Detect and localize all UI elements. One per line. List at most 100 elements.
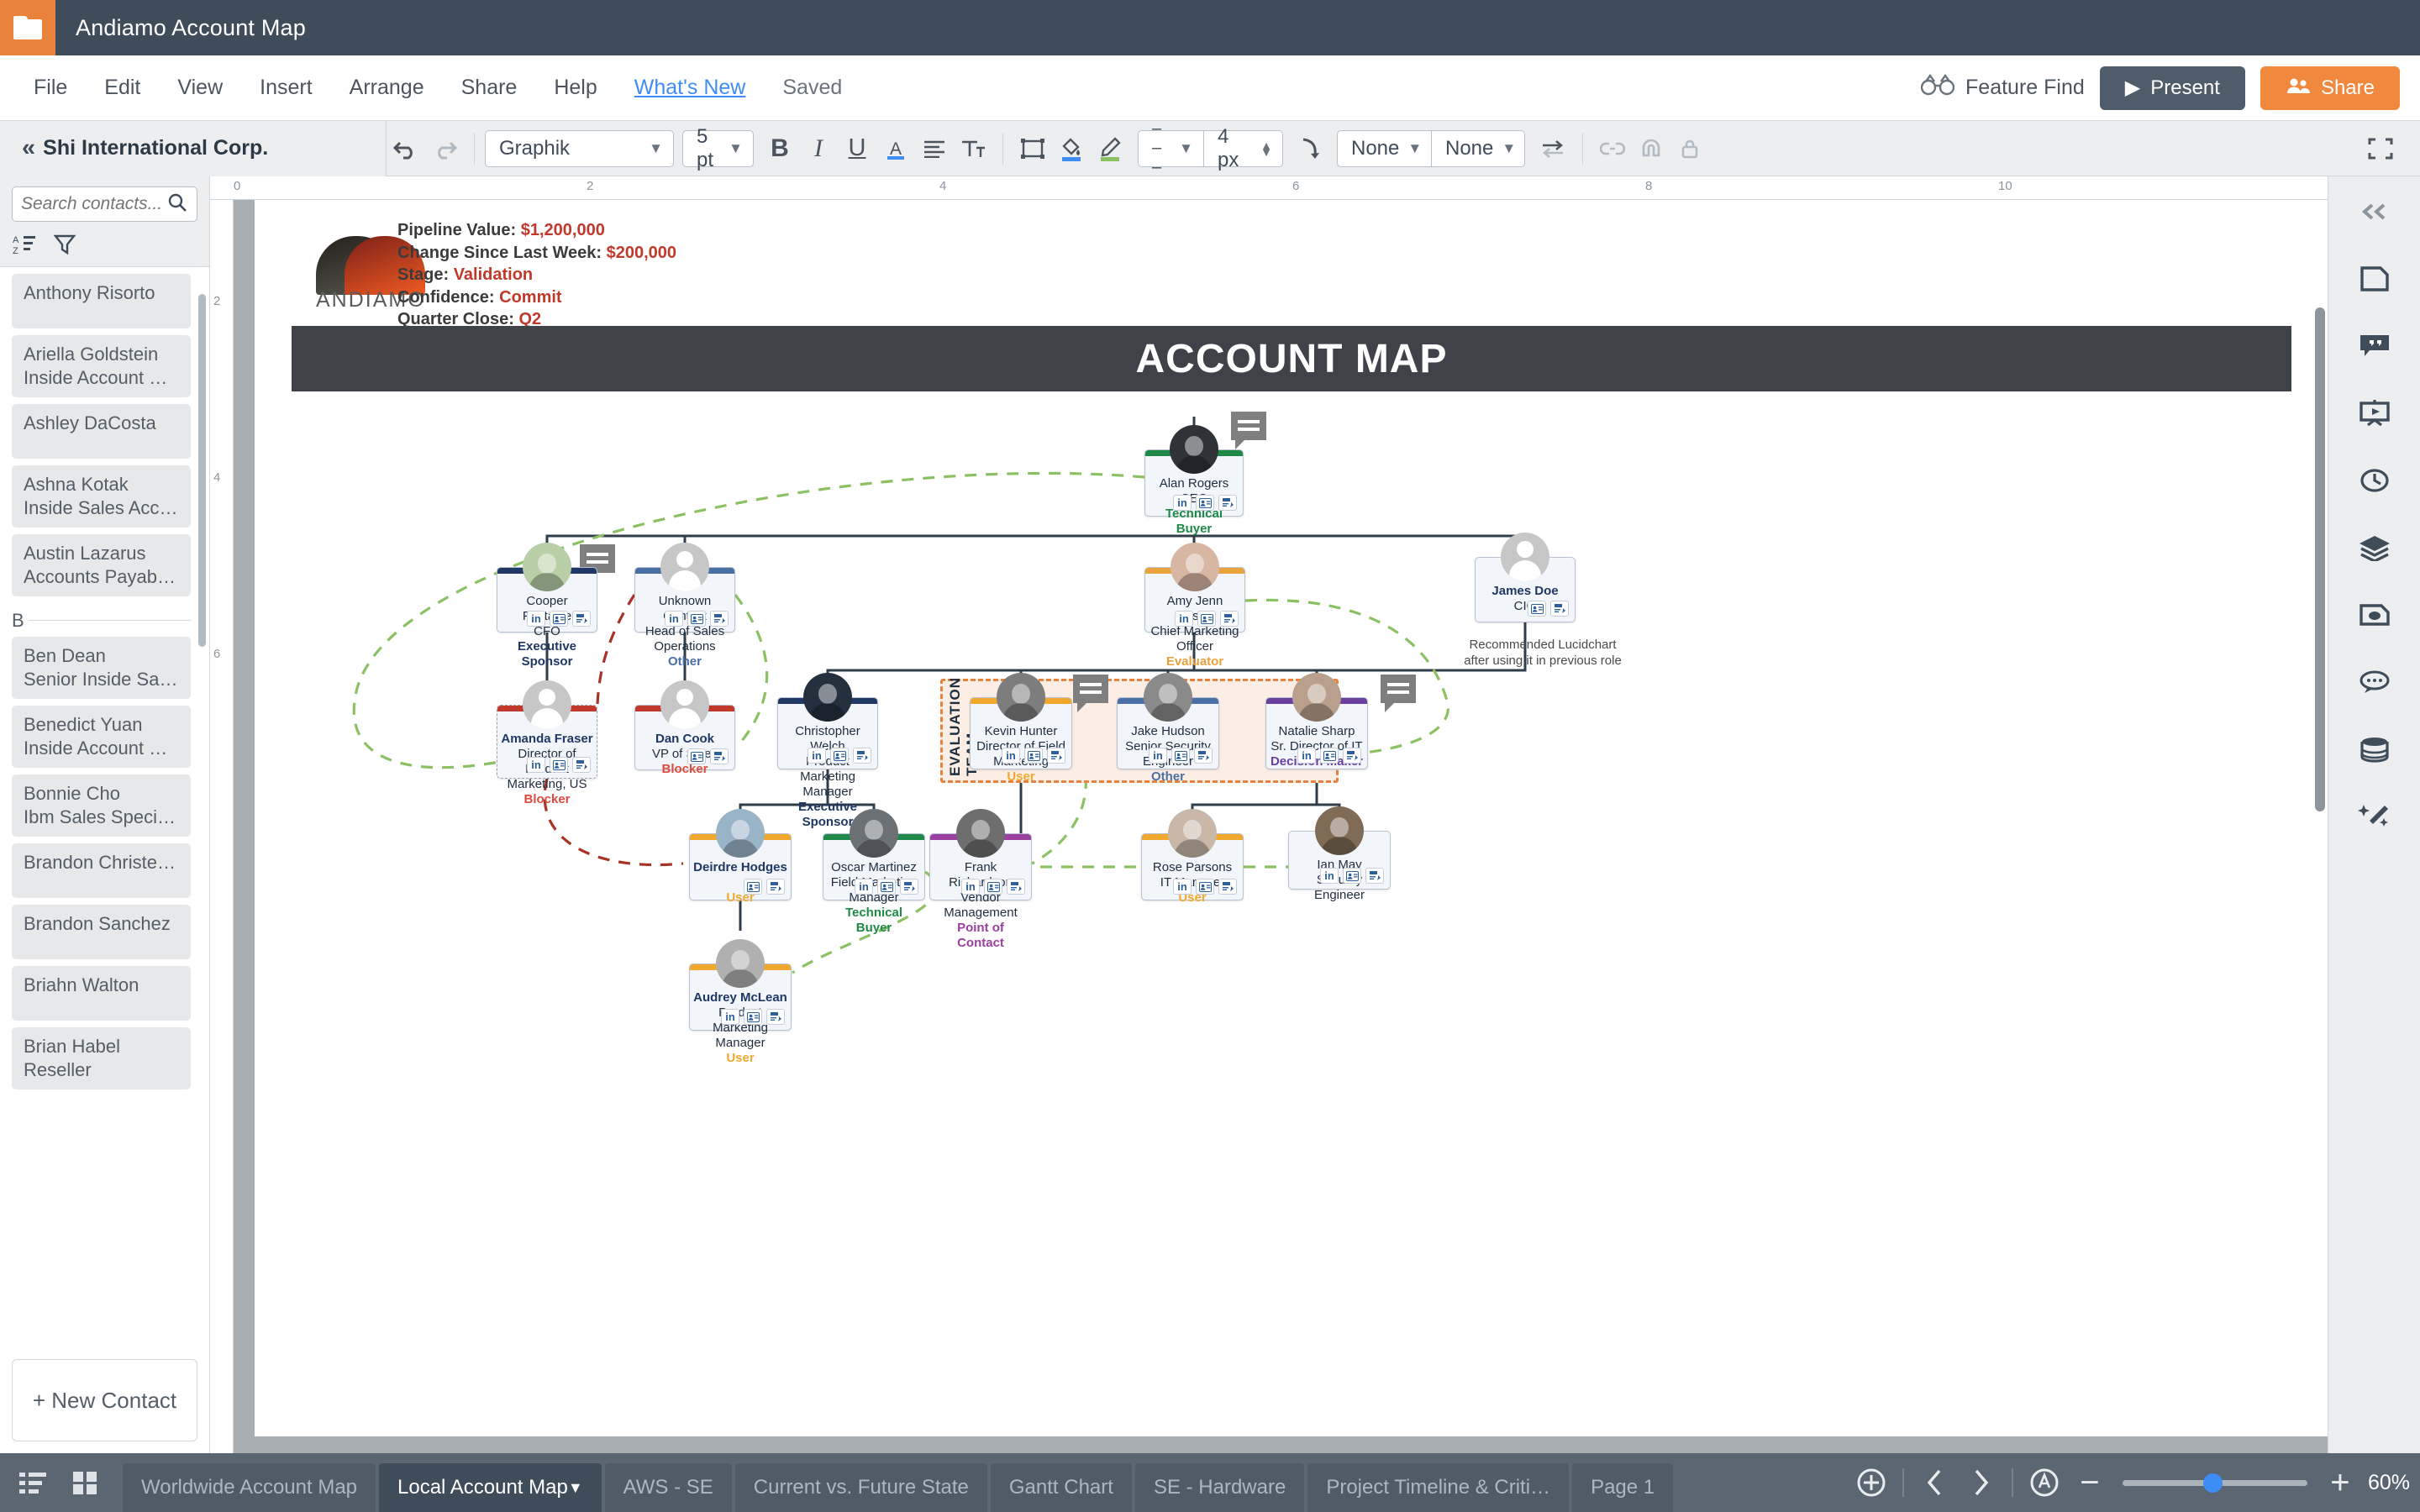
breadcrumb[interactable]: « Shi International Corp. [0,120,387,176]
linkedin-icon[interactable]: in [1173,495,1192,511]
contact-list-item[interactable]: Ashley DaCosta [12,404,191,459]
contact-list-item[interactable]: Brandon Sanchez [12,905,191,959]
linkedin-icon[interactable]: in [1297,748,1316,764]
zoom-slider-handle[interactable] [2202,1473,2223,1493]
fit-to-screen-icon[interactable] [2022,1460,2067,1505]
contact-card-icon[interactable] [1343,868,1361,884]
contact-card-icon[interactable] [1320,748,1339,764]
text-options-button[interactable] [954,129,992,168]
linkedin-icon[interactable]: in [1002,748,1020,764]
contact-card-icon[interactable] [687,748,706,764]
data-icon[interactable] [2352,729,2397,769]
add-page-icon[interactable] [1849,1460,1894,1505]
lock-icon[interactable] [1670,129,1709,168]
contact-card-icon[interactable] [687,611,706,627]
contact-card-icon[interactable] [984,879,1002,895]
note-edit-icon[interactable] [1194,748,1213,764]
page-tab[interactable]: Worldwide Account Map [123,1463,376,1512]
collapse-panel-icon[interactable]: « [22,134,35,161]
note-edit-icon[interactable] [853,748,871,764]
collapse-icon[interactable] [2352,192,2397,232]
next-page-icon[interactable] [1958,1460,2003,1505]
bold-button[interactable]: B [771,134,789,162]
search-field[interactable] [21,194,166,214]
canvas-vertical-scrollbar[interactable] [2315,307,2325,811]
feature-find-button[interactable]: Feature Find [1920,73,2085,102]
magic-icon[interactable] [2352,796,2397,837]
page-tab[interactable]: Current vs. Future State [734,1463,987,1512]
contact-card-icon[interactable] [1197,611,1216,627]
layers-icon[interactable] [2352,528,2397,568]
comment-note-icon[interactable] [1073,675,1108,712]
page-tab[interactable]: Page 1 [1572,1463,1674,1512]
grid-view-icon[interactable] [66,1463,104,1502]
linkedin-icon[interactable]: in [527,611,545,627]
swap-arrows-button[interactable] [1534,129,1572,168]
chevron-down-icon[interactable]: ▼ [567,1478,583,1496]
link-button[interactable] [1593,129,1632,168]
fill-color-button[interactable] [1052,129,1091,168]
zoom-out-button[interactable]: − [2080,1463,2100,1501]
note-edit-icon[interactable] [900,879,918,895]
linkedin-icon[interactable]: in [527,757,545,773]
note-edit-icon[interactable] [572,611,591,627]
presentation-icon[interactable] [2352,393,2397,433]
line-style-select[interactable]: – – – ▼ [1138,119,1203,176]
search-input[interactable] [12,186,197,222]
linkedin-icon[interactable]: in [1173,879,1192,895]
present-button[interactable]: ▶ Present [2099,66,2245,110]
linkedin-icon[interactable]: in [1149,748,1167,764]
contact-card-icon[interactable] [1196,495,1214,511]
redo-button[interactable] [425,129,464,168]
menu-edit[interactable]: Edit [104,76,141,99]
fullscreen-button[interactable] [2361,129,2400,168]
menu-share[interactable]: Share [460,76,518,99]
note-edit-icon[interactable] [1220,611,1239,627]
linkedin-icon[interactable]: in [665,611,683,627]
zoom-slider[interactable] [2122,1473,2307,1493]
undo-button[interactable] [387,129,425,168]
page-tab[interactable]: AWS - SE [604,1463,732,1512]
arrow-start-select[interactable]: None ▼ [1337,129,1431,167]
contact-card-icon[interactable] [1196,879,1214,895]
line-width-input[interactable]: 4 px ▲▼ [1203,125,1283,171]
comment-box-icon[interactable] [2352,326,2397,366]
contact-card-icon[interactable] [1171,748,1190,764]
italic-button[interactable]: I [814,134,823,162]
contact-card-icon[interactable] [1528,601,1546,617]
contact-card-icon[interactable] [550,611,568,627]
menu-file[interactable]: File [34,76,68,99]
linkedin-icon[interactable]: in [808,748,826,764]
text-color-button[interactable]: A [876,129,915,168]
note-edit-icon[interactable] [766,879,785,895]
list-view-icon[interactable] [13,1463,52,1502]
arrow-end-select[interactable]: None ▼ [1431,129,1525,167]
filter-icon[interactable] [53,233,76,260]
contact-card-icon[interactable] [830,748,849,764]
note-edit-icon[interactable] [710,748,729,764]
fill-icon[interactable] [2352,595,2397,635]
linkedin-icon[interactable]: in [1320,868,1339,884]
linkedin-icon[interactable]: in [721,1009,739,1025]
chat-icon[interactable] [2352,662,2397,702]
page-icon[interactable] [2352,259,2397,299]
note-edit-icon[interactable] [766,1009,785,1025]
page-tab[interactable]: Gantt Chart [990,1463,1132,1512]
note-edit-icon[interactable] [1218,495,1237,511]
menu-insert[interactable]: Insert [260,76,313,99]
page-tab[interactable]: Local Account Map ▼ [379,1463,602,1512]
underline-button[interactable]: U [848,134,866,161]
menu-view[interactable]: View [177,76,224,99]
